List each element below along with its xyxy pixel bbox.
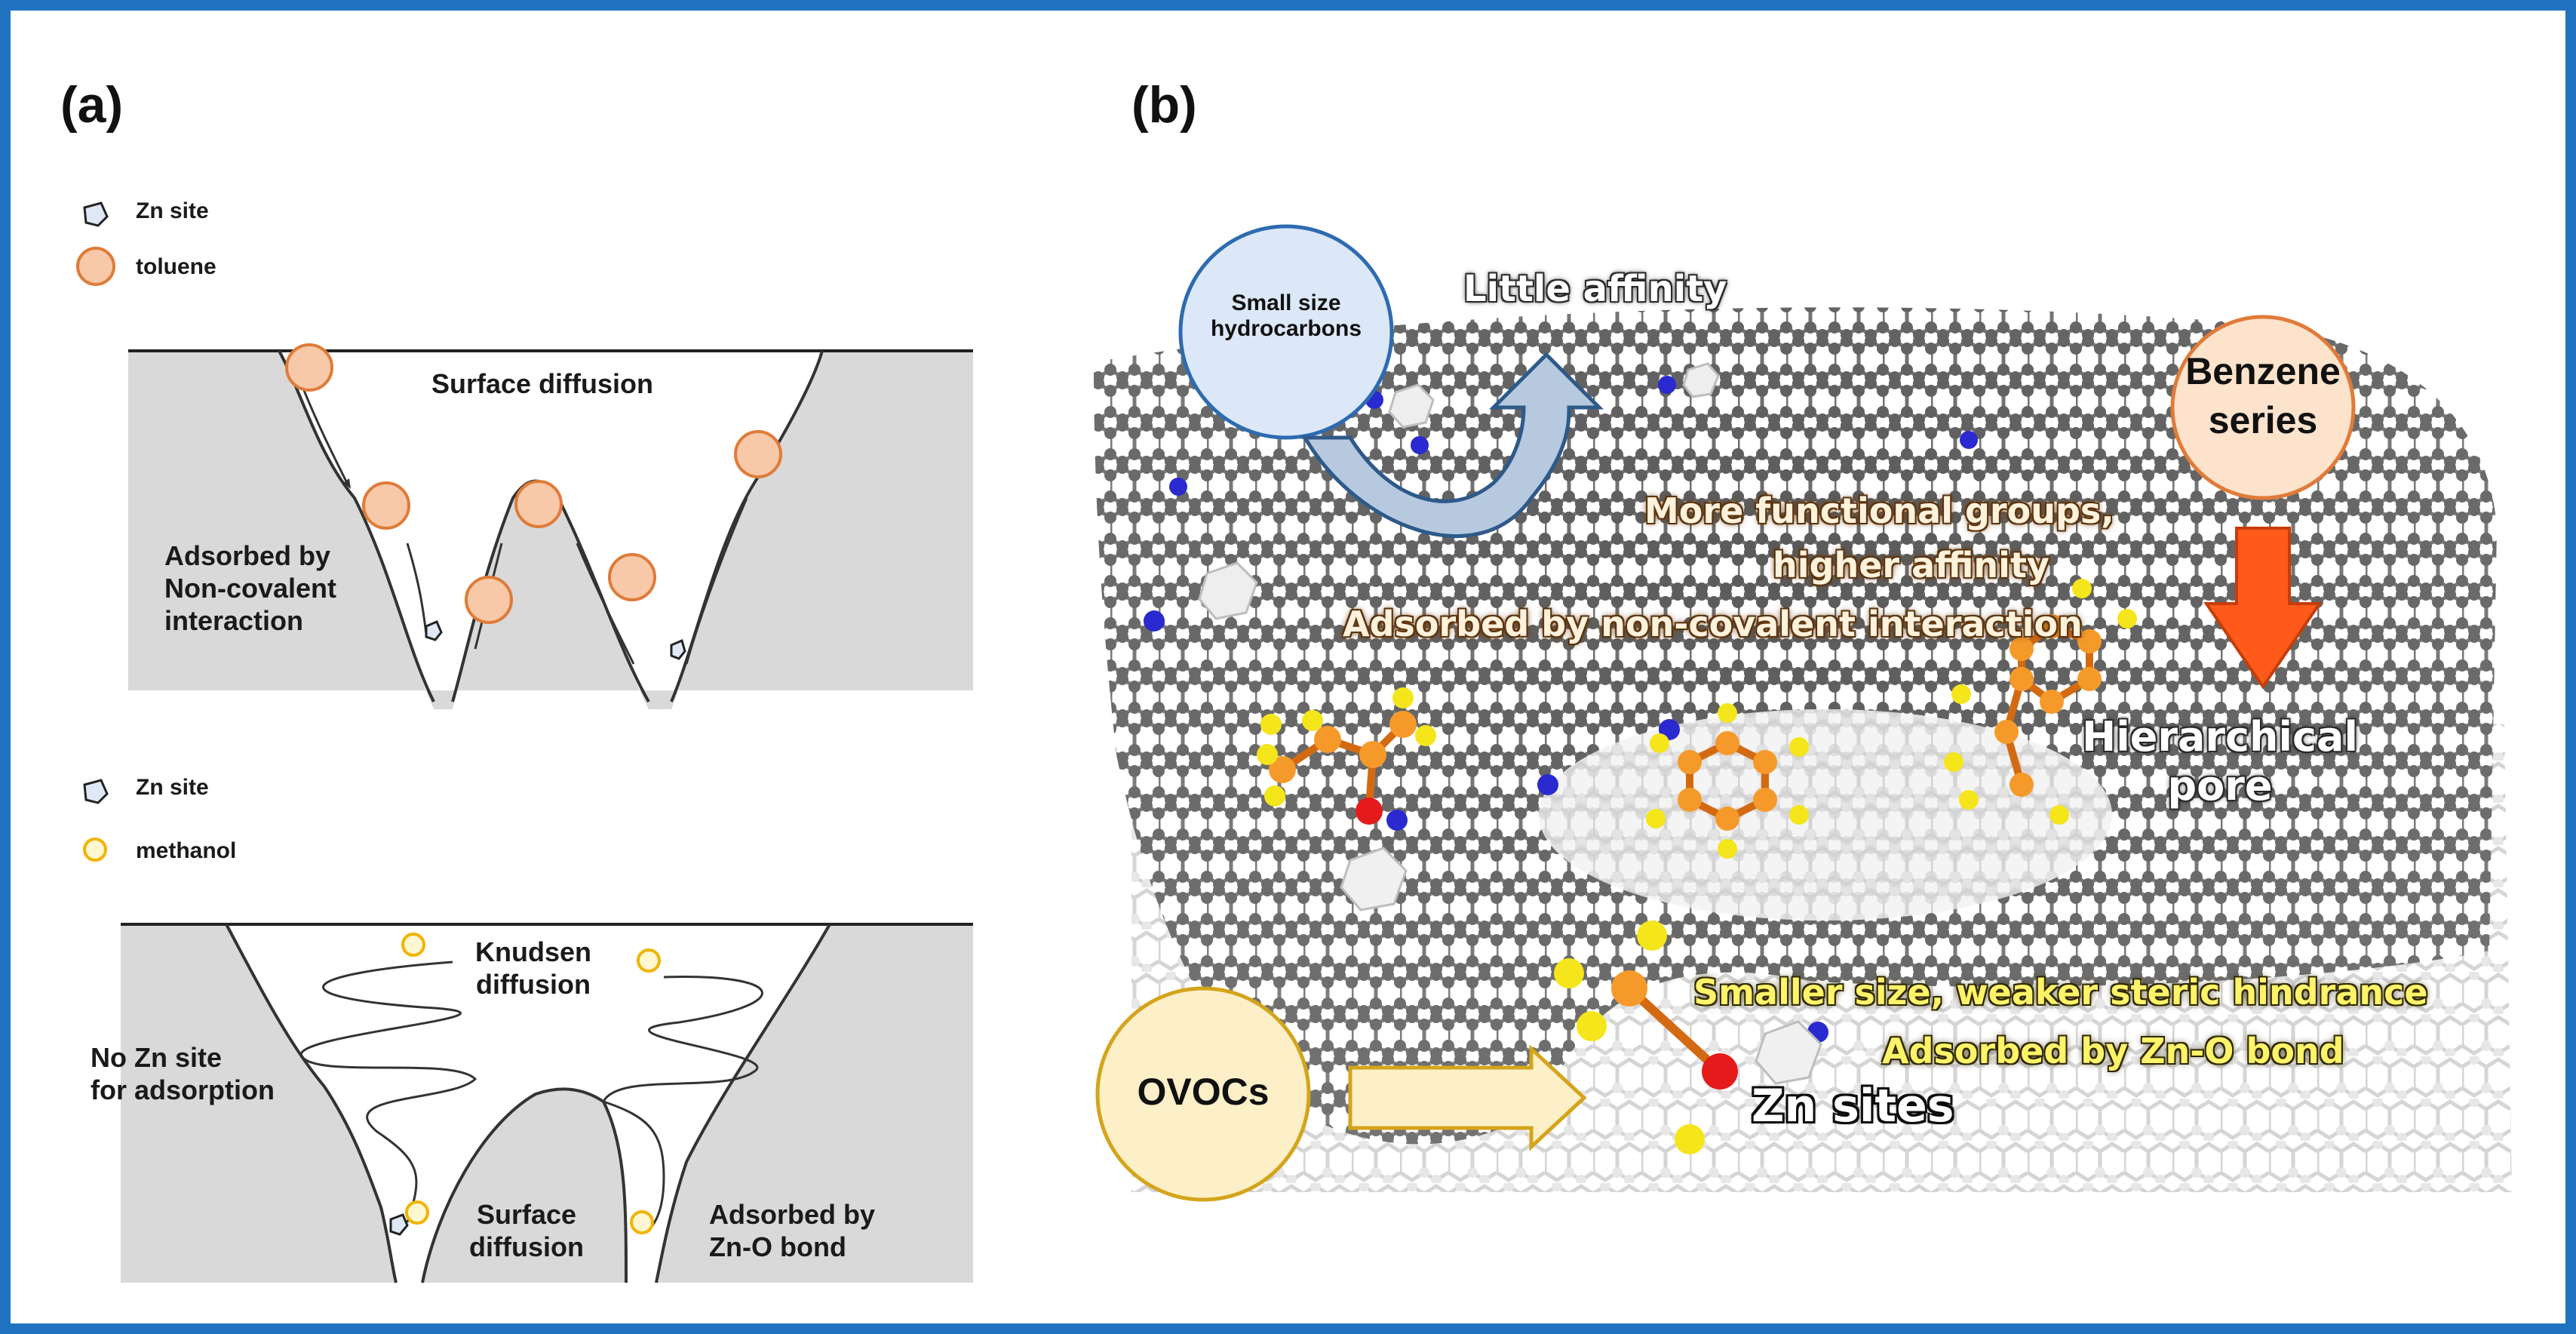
zn-polyhedron [1198,561,1258,620]
toluene-molecule [514,480,563,528]
zn-site-legend-icon [83,779,109,804]
adsorbed-line-2: Non-covalent [164,573,337,604]
more-functional-groups-label: More functional groups, [1644,490,2114,531]
bottom-pore-diagram [121,923,973,1283]
n-atom [1169,478,1187,496]
small-hydrocarbons-label: Small size hydrocarbons [1181,290,1392,342]
benzene-line-1: Benzene [2185,350,2341,392]
molecule-methanol [1554,921,1738,1154]
legend-methanol-label: methanol [136,838,237,863]
zn-sites-label: Zn sites [1752,1080,1954,1133]
adsorbed-noncovalent-label-b: Adsorbed by non-covalent interaction [1343,604,2083,644]
adsorbed-zno-line-1: Adsorbed by [709,1199,876,1230]
small-hc-line-2: hydrocarbons [1210,316,1362,341]
surface-line-1: Surface [476,1199,577,1230]
n-atom [1144,610,1165,632]
n-atom [1960,431,1978,449]
zn-polyhedron [1755,1020,1822,1085]
zn-site-shape [425,620,443,641]
methanol-molecule [401,933,425,957]
hierarchical-line-1: Hierarchical [2082,713,2358,761]
methanol-molecule [637,948,661,973]
knudsen-line-2: diffusion [476,969,591,1000]
zn-site-shape [670,638,686,660]
surface-line-2: diffusion [469,1231,584,1263]
ovocs-arrow [1348,1044,1587,1151]
toluene-molecule [285,343,333,392]
benzene-series-label: Benzene series [2172,347,2353,445]
zn-polyhedron [1388,383,1435,429]
surface-diffusion-label-top: Surface diffusion [431,368,654,399]
toluene-legend-icon [76,247,115,286]
knudsen-line-1: Knudsen [475,936,592,967]
pore-wall-top [128,351,973,709]
hydrocarbon-bubble [1178,224,1394,440]
toluene-molecule [734,430,782,478]
zn-polyhedron [1682,362,1720,398]
panel-b-label: (b) [1131,76,1197,134]
higher-affinity-label: higher affinity [1773,545,2049,586]
n-atom [1411,436,1429,454]
nozn-line-1: No Zn site [91,1042,223,1073]
methanol-molecule [630,1210,654,1234]
nozn-line-2: for adsorption [91,1074,275,1106]
n-atom [1537,774,1558,795]
toluene-molecule [608,553,656,601]
panel-a-label: (a) [60,76,124,134]
hierarchical-pore-label: Hierarchical pore [2082,713,2358,811]
knudsen-diffusion-label: Knudsen diffusion [475,936,591,1000]
surface-diffusion-label-bottom: Surface diffusion [469,1198,584,1263]
molecule-benzene [1646,703,1809,859]
smaller-size-label: Smaller size, weaker steric hindrance [1693,972,2428,1013]
legend-zn-label-top: Zn site [136,198,209,223]
adsorbed-zno-label-b: Adsorbed by Zn-O bond [1882,1031,2344,1071]
methanol-legend-icon [83,838,107,862]
adsorbed-zno-label-a: Adsorbed by Zn-O bond [709,1198,875,1263]
zn-polyhedron [1340,847,1408,911]
hierarchical-line-2: pore [2167,761,2273,810]
zn-site-shape [389,1213,409,1236]
methanol-molecule [405,1200,429,1225]
adsorbed-zno-line-2: Zn-O bond [709,1231,846,1263]
legend-zn-label-bottom: Zn site [136,775,209,800]
little-affinity-arrow [1301,352,1604,538]
no-zn-site-label: No Zn site for adsorption [91,1041,275,1106]
benzene-line-2: series [2208,399,2318,441]
molecule-ketone [1257,687,1436,825]
adsorbed-line-3: interaction [164,605,304,637]
small-hc-line-1: Small size [1231,290,1341,315]
molecule-aromatic-right [1944,579,2137,825]
ovocs-bubble [1095,986,1311,1202]
n-atom [1386,810,1408,831]
adsorbed-noncovalent-label: Adsorbed by Non-covalent interaction [164,539,336,638]
legend-toluene-label: toluene [136,254,216,279]
zn-site-legend-icon [83,201,109,227]
toluene-molecule [362,481,410,530]
top-pore-diagram [128,343,973,709]
toluene-molecule [465,576,513,624]
little-affinity-label: Little affinity [1463,268,1727,310]
ovocs-label: OVOCs [1137,1071,1270,1113]
benzene-down-arrow [2203,527,2323,690]
n-atom [1658,376,1676,394]
adsorbed-line-1: Adsorbed by [164,540,331,571]
benzene-bubble [2170,315,2356,500]
